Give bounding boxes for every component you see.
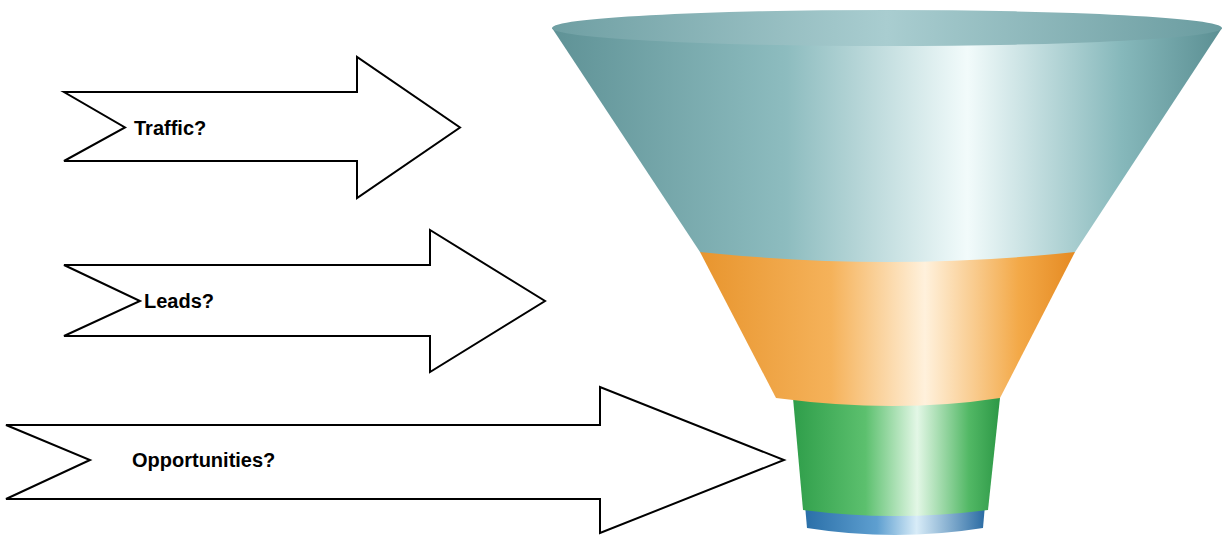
arrow-outline	[6, 387, 784, 533]
arrow-shape	[62, 228, 547, 374]
arrow-box: Leads?	[62, 228, 547, 374]
arrow-label: Leads?	[144, 289, 214, 313]
arrow-box: Opportunities?	[4, 385, 786, 535]
arrow-shape	[62, 55, 462, 200]
arrow-label: Opportunities?	[132, 448, 275, 472]
arrow-outline	[64, 57, 460, 198]
arrow-box: Traffic?	[62, 55, 462, 200]
arrow-shape	[4, 385, 786, 535]
arrow-outline	[64, 230, 545, 372]
arrow-label: Traffic?	[134, 116, 206, 140]
